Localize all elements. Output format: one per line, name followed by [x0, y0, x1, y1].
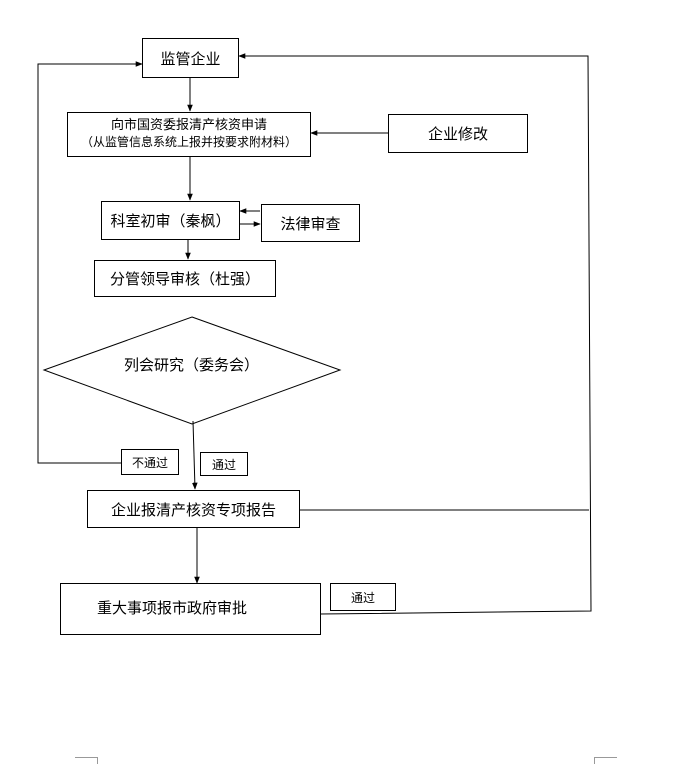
node-apply: 向市国资委报清产核资申请 （从监管信息系统上报并按要求附材料） — [67, 112, 311, 157]
node-modify: 企业修改 — [388, 114, 528, 153]
node-apply-line2: （从监管信息系统上报并按要求附材料） — [80, 135, 297, 150]
arrow-fail-to-start — [37, 61, 143, 464]
label-fail-text: 不通过 — [131, 455, 168, 470]
node-initial-review-label: 科室初审（秦枫） — [110, 212, 231, 230]
label-pass-text: 通过 — [211, 457, 236, 472]
node-initial-review: 科室初审（秦枫） — [101, 201, 240, 240]
arrow-decision-to-report — [192, 420, 198, 490]
node-start-label: 监管企业 — [160, 49, 221, 68]
decision-diamond-shape — [42, 316, 342, 425]
label-pass-2-text: 通过 — [350, 590, 375, 605]
node-apply-line1: 向市国资委报清产核资申请 — [110, 118, 267, 134]
page-corner-mark-right — [594, 757, 617, 764]
node-start: 监管企业 — [142, 38, 239, 78]
label-fail: 不通过 — [121, 449, 179, 475]
node-leader-review: 分管领导审核（杜强） — [94, 260, 276, 297]
node-legal-review-label: 法律审查 — [280, 214, 341, 233]
node-gov-approval: 重大事项报市政府审批 — [60, 583, 321, 635]
node-special-report-label: 企业报清产核资专项报告 — [110, 500, 276, 519]
node-legal-review: 法律审查 — [261, 204, 360, 242]
node-leader-review-label: 分管领导审核（杜强） — [109, 270, 260, 288]
arrow-gov-to-start — [238, 53, 592, 615]
node-modify-label: 企业修改 — [427, 125, 488, 143]
label-pass: 通过 — [200, 452, 248, 476]
page-corner-mark-left — [75, 757, 98, 764]
label-pass-2: 通过 — [330, 583, 396, 611]
node-decision-label: 列会研究（委务会） — [124, 356, 260, 374]
node-gov-approval-label: 重大事项报市政府审批 — [97, 599, 248, 617]
node-special-report: 企业报清产核资专项报告 — [87, 490, 300, 528]
